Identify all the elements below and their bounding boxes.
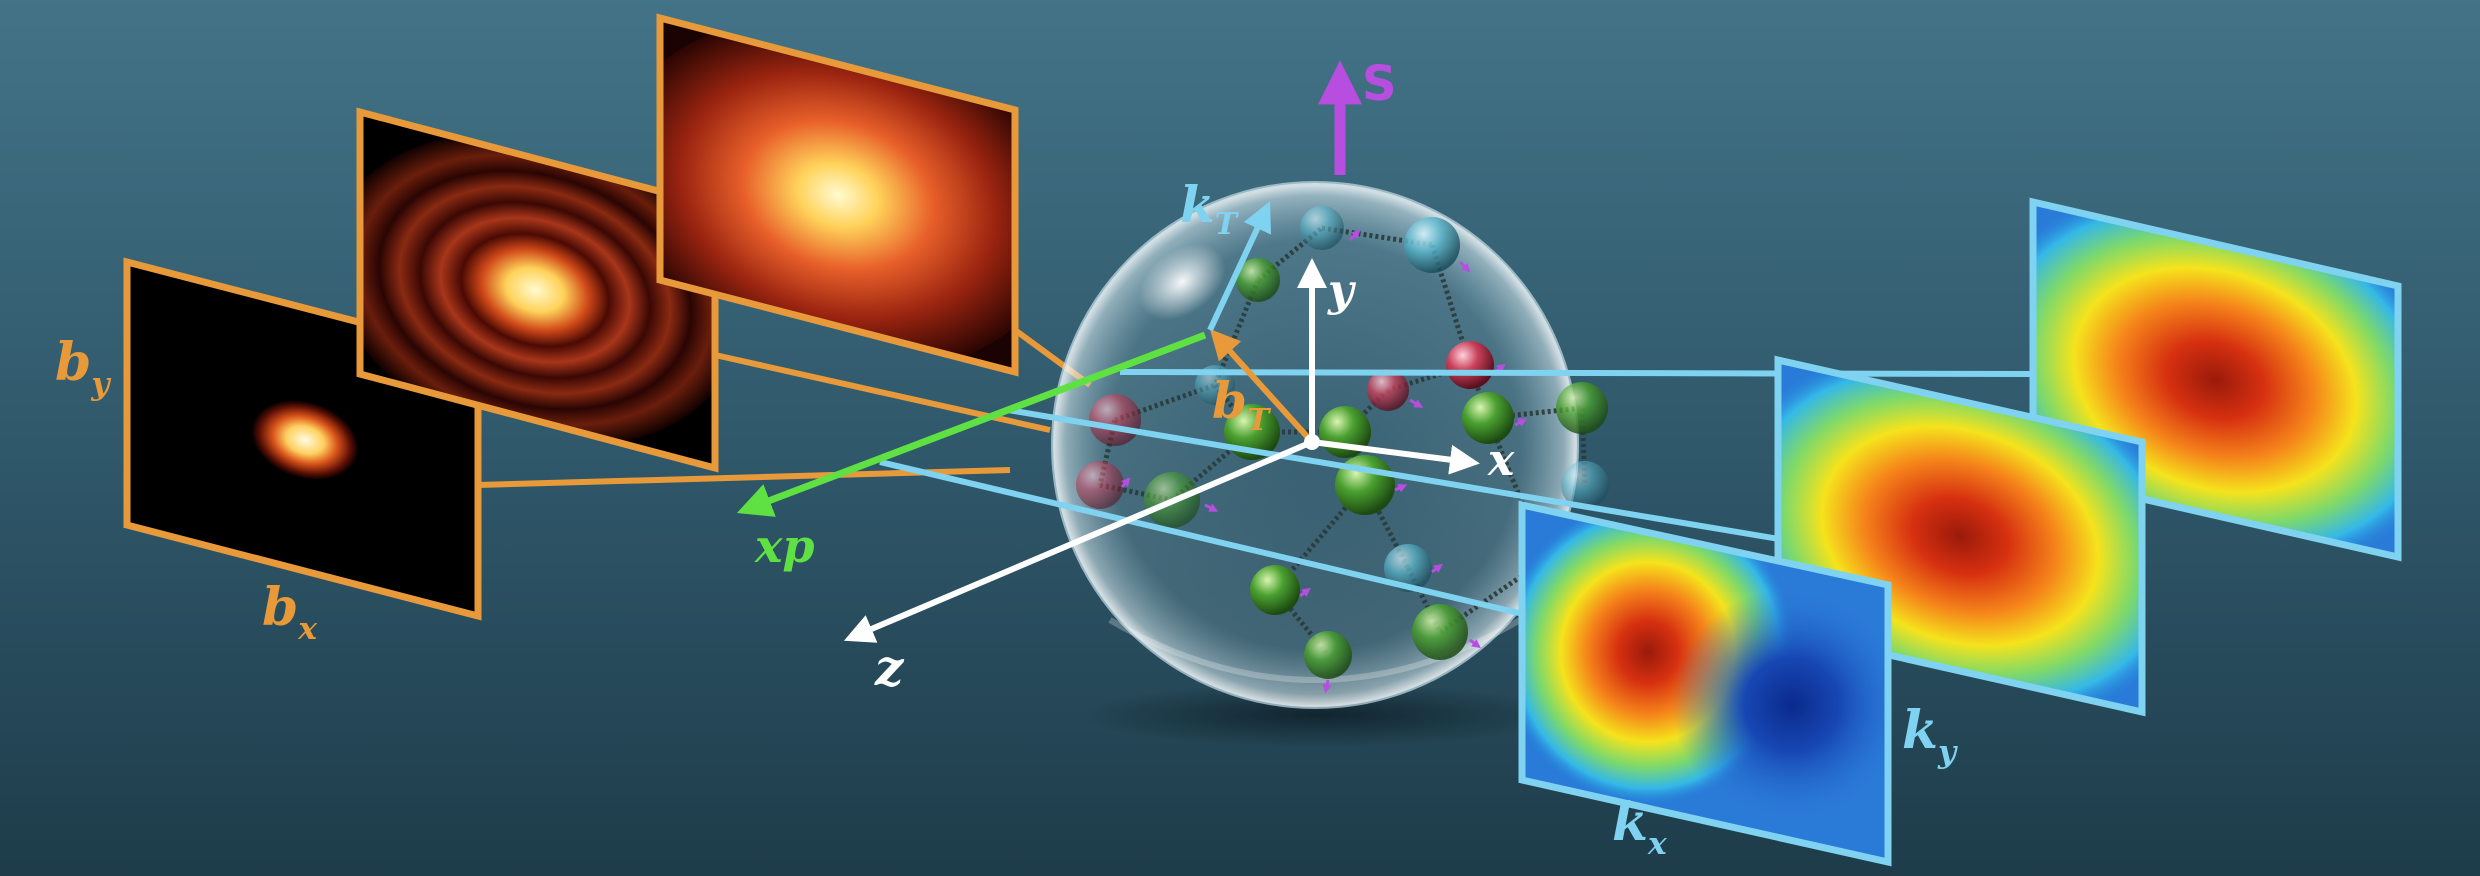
label-by: by bbox=[55, 332, 111, 402]
bT-arrow bbox=[1209, 329, 1315, 445]
label-spin: S bbox=[1362, 56, 1397, 112]
parton-ball-icon bbox=[1446, 341, 1494, 389]
label-ky: ky bbox=[1902, 700, 1958, 770]
k-space-projection-lines bbox=[879, 369, 2034, 621]
coordinate-axes bbox=[736, 60, 1480, 643]
label-axis-y: y bbox=[1327, 265, 1357, 316]
axis-origin bbox=[1304, 434, 1320, 450]
parton-ball-icon bbox=[1556, 382, 1608, 434]
parton-ball-icon bbox=[1367, 369, 1409, 411]
parton-ball-icon bbox=[1384, 544, 1432, 592]
axis-z-arrow bbox=[843, 439, 1314, 643]
parton-ball-icon bbox=[1076, 461, 1124, 509]
parton-ball-icon bbox=[1462, 392, 1514, 444]
xp-arrow bbox=[736, 331, 1207, 517]
kT-arrow bbox=[1207, 201, 1271, 332]
parton-ball-icon bbox=[1089, 394, 1141, 446]
parton-ball-icon bbox=[1404, 217, 1460, 273]
parton-ball-icon bbox=[1412, 604, 1468, 660]
label-bT: bT bbox=[1212, 371, 1272, 438]
label-kx: kx bbox=[1612, 792, 1667, 862]
parton-ball-icon bbox=[1236, 258, 1280, 302]
parton-ball-icon bbox=[1304, 631, 1352, 679]
label-axis-z: z bbox=[874, 638, 905, 697]
axis-x-arrow bbox=[1311, 439, 1480, 475]
parton-ball-icon bbox=[1250, 565, 1300, 615]
label-kT: kT bbox=[1180, 175, 1240, 242]
label-bx: bx bbox=[262, 577, 317, 647]
parton-ball-icon bbox=[1300, 206, 1344, 250]
label-axis-x: x bbox=[1487, 435, 1515, 486]
floor-shadow bbox=[1080, 683, 1560, 747]
parton-ball-icon bbox=[1561, 461, 1609, 509]
label-xp: xp bbox=[754, 519, 815, 573]
